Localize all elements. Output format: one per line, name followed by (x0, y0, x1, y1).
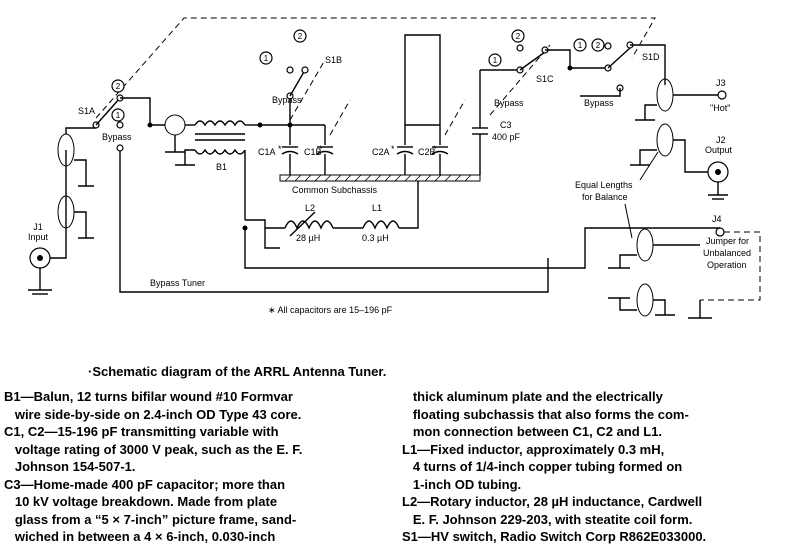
s1b-position-2: 2 (293, 29, 307, 43)
j4-terminal (715, 227, 725, 237)
inductor-l2 (265, 211, 334, 237)
parts-line: E. F. Johnson 229-203, with steatite coi… (402, 511, 693, 527)
equal-lengths-line2: for Balance (582, 192, 628, 202)
s1d-bypass-label: Bypass (584, 98, 614, 108)
parts-line: C1, C2—15-196 pF transmitting variable w… (4, 424, 279, 439)
parts-line: thick aluminum plate and the electricall… (402, 389, 663, 404)
s1c-position-2: 2 (511, 29, 525, 43)
j2-output-jack (707, 161, 729, 200)
j3-label: J3 (716, 78, 726, 88)
switch-s1c (516, 44, 549, 74)
bypass-tuner-line (119, 151, 549, 293)
equal-lengths-line1: Equal Lengths (575, 180, 633, 190)
capacitor-c3 (472, 70, 488, 175)
s1a-label: S1A (78, 106, 95, 116)
s1a-position-1: 1 (111, 108, 125, 122)
c1a-label: C1A (258, 147, 276, 157)
antenna-tuner-schematic: J1 Input S1A 2 1 Bypass Bypass Tuner (28, 17, 761, 319)
l1-label: L1 (372, 203, 382, 213)
j2-label: J2 (716, 135, 726, 145)
s1a-position-2: 2 (111, 79, 125, 93)
parts-line: 1-inch OD tubing. (402, 476, 522, 492)
parts-list-right: thick aluminum plate and the electricall… (402, 388, 784, 546)
parts-line: glass from a “5 × 7-inch” picture frame,… (4, 511, 297, 527)
svg-text:2: 2 (596, 41, 601, 50)
s1c-bypass-label: Bypass (494, 98, 524, 108)
parts-line: floating subchassis that also forms the … (402, 406, 689, 422)
parts-line: S1—HV switch, Radio Switch Corp R862E033… (402, 529, 707, 544)
capacitor-c2a (396, 70, 414, 175)
s1c-linkage (489, 44, 551, 116)
parts-line: mon connection between C1, C2 and L1. (402, 424, 663, 439)
svg-text:2: 2 (516, 32, 521, 41)
parts-line: Johnson 154-507-1. (4, 459, 136, 474)
l2-label: L2 (305, 203, 315, 213)
jumper-line2: Unbalanced (703, 248, 751, 258)
svg-text:2: 2 (116, 82, 121, 91)
svg-text:2: 2 (298, 32, 303, 41)
j1-sublabel: Input (28, 232, 49, 242)
c2a-label: C2A (372, 147, 390, 157)
parts-line: voltage rating of 3000 V peak, such as t… (4, 441, 303, 457)
parts-line: B1—Balun, 12 turns bifilar wound #10 For… (4, 389, 293, 404)
c2b-label: C2B (418, 147, 436, 157)
switch-s1d (604, 41, 634, 92)
s1d-position-1: 1 (573, 38, 587, 52)
capacitor-c1a (281, 125, 299, 175)
parts-line: L1—Fixed inductor, approximately 0.3 mH, (402, 441, 665, 457)
inductor-l1 (362, 220, 400, 230)
capacitor-note: ∗ All capacitors are 15–196 pF (268, 305, 393, 315)
jumper-line3: Operation (707, 260, 747, 270)
bypass-tuner-label: Bypass Tuner (150, 278, 205, 288)
balun-b1 (194, 120, 260, 220)
c1b-label: C1B (304, 147, 322, 157)
svg-text:1: 1 (116, 111, 121, 120)
l1-value: 0.3 µH (362, 233, 389, 243)
s1a-bypass-label: Bypass (102, 132, 132, 142)
svg-text:*: * (278, 144, 282, 154)
j2-sublabel: Output (705, 145, 733, 155)
svg-text:1: 1 (578, 41, 583, 50)
parts-line: 10 kV voltage breakdown. Made from plate (4, 494, 278, 509)
j4-label: J4 (712, 214, 722, 224)
s1b-linkage (289, 59, 326, 121)
switch-s1a (92, 94, 124, 152)
svg-text:*: * (391, 144, 395, 154)
capacitor-c2b (431, 125, 449, 175)
s1b-position-1: 1 (259, 51, 273, 65)
svg-text:*: * (319, 144, 323, 154)
switch-s1b (286, 66, 309, 100)
parts-line: wire side-by-side on 2.4-inch OD Type 43… (4, 406, 302, 422)
jumper-line1: Jumper for (706, 236, 749, 246)
j3-sublabel: "Hot" (710, 103, 730, 113)
s1b-bypass-label: Bypass (272, 95, 302, 105)
j1-feedline (50, 150, 67, 259)
parts-line: C3—Home-made 400 pF capacitor; more than (4, 476, 286, 492)
l2-value: 28 µH (296, 233, 320, 243)
figure-caption: ·Schematic diagram of the ARRL Antenna T… (88, 364, 387, 379)
parts-line: 4 turns of 1/4-inch copper tubing formed… (402, 459, 683, 474)
common-subchassis-label: Common Subchassis (292, 185, 378, 195)
svg-text:1: 1 (493, 56, 498, 65)
s1c-label: S1C (536, 74, 554, 84)
svg-text:1: 1 (264, 54, 269, 63)
j1-label: J1 (33, 222, 43, 232)
parts-list-left: B1—Balun, 12 turns bifilar wound #10 For… (4, 388, 400, 546)
s1c-position-1: 1 (488, 53, 502, 67)
svg-text:*: * (433, 144, 437, 154)
c3-value: 400 pF (492, 132, 521, 142)
j1-input-jack (28, 247, 52, 295)
s1d-position-2: 2 (591, 38, 605, 52)
c3-label: C3 (500, 120, 512, 130)
j3-hot-terminal (717, 90, 727, 100)
parts-line: L2—Rotary inductor, 28 µH inductance, Ca… (402, 494, 703, 509)
s1b-label: S1B (325, 55, 342, 65)
balun-label: B1 (216, 162, 227, 172)
common-subchassis (279, 174, 481, 182)
parts-line: wiched in between a 4 × 6-inch, 0.030-in… (4, 529, 276, 544)
s1d-label: S1D (642, 52, 660, 62)
capacitor-c1b (316, 125, 334, 175)
